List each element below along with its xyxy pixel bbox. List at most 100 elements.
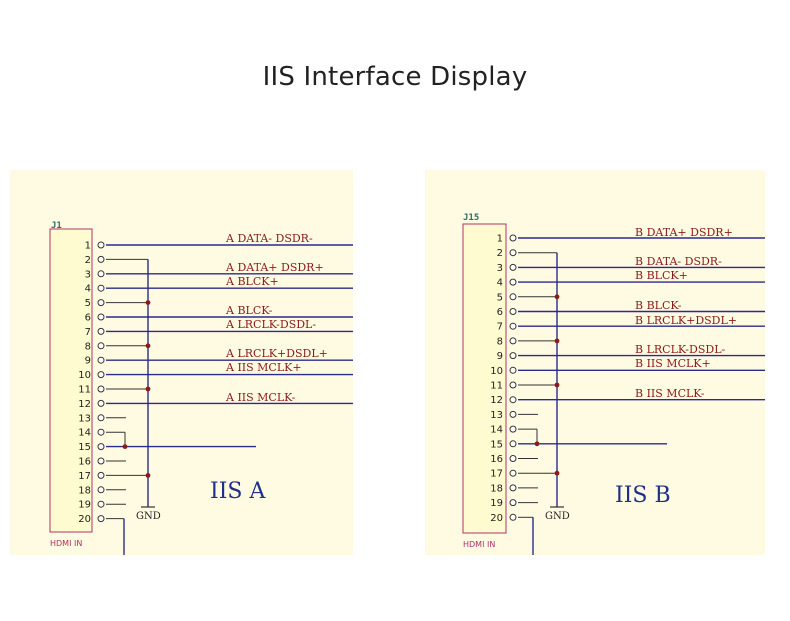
- pin-number: 1: [497, 234, 503, 245]
- pin-terminal: [509, 322, 517, 330]
- pin-terminal: [509, 396, 517, 404]
- signal-label: A BLCK-: [225, 304, 273, 317]
- connector-ref-label: J1: [51, 221, 62, 231]
- junction-dot: [554, 338, 560, 344]
- pin-terminal: [97, 457, 105, 465]
- junction-dot: [145, 473, 151, 478]
- pin-number: 9: [85, 356, 91, 367]
- pin-number: 16: [78, 457, 91, 468]
- pin-number: 8: [85, 341, 91, 352]
- pin-number: 13: [78, 413, 91, 424]
- junction-dot: [554, 294, 560, 300]
- pin-number: 5: [497, 292, 503, 303]
- pin-number: 6: [85, 313, 91, 324]
- pin-number: 12: [78, 399, 91, 410]
- junction-dot: [122, 444, 128, 449]
- pin-number: 14: [78, 428, 91, 439]
- signal-label: B BLCK-: [635, 299, 682, 312]
- pin-number: 2: [85, 255, 91, 266]
- pin-number: 18: [78, 485, 91, 496]
- pin-terminal: [97, 471, 105, 479]
- signal-label: A LRCLK+DSDL+: [225, 347, 328, 360]
- pin-terminal: [509, 293, 517, 301]
- pin-terminal: [509, 278, 517, 286]
- pin-terminal: [509, 499, 517, 507]
- pin-terminal: [97, 515, 105, 523]
- signal-label: A DATA- DSDR-: [225, 232, 313, 245]
- connector-body: [49, 228, 93, 533]
- pin-terminal: [97, 500, 105, 508]
- signal-label: A IIS MCLK-: [225, 391, 296, 404]
- pin-terminal: [509, 469, 517, 477]
- pin-terminal: [97, 342, 105, 350]
- pin-number: 15: [78, 442, 91, 453]
- pin-number: 6: [497, 307, 503, 318]
- pin-number: 10: [78, 370, 91, 381]
- pin-number: 20: [78, 514, 91, 525]
- pin-terminal: [509, 425, 517, 433]
- pin-terminal: [509, 263, 517, 271]
- connector-ref-label: J15: [463, 213, 479, 223]
- junction-dot: [534, 441, 540, 447]
- pin-terminal: [509, 234, 517, 242]
- pin-terminal: [97, 255, 105, 263]
- signal-label: B IIS MCLK-: [635, 387, 705, 400]
- pin-number: 7: [85, 327, 91, 338]
- page-title: IIS Interface Display: [262, 62, 528, 92]
- pin-terminal: [97, 356, 105, 364]
- pin-number: 7: [497, 322, 503, 333]
- pin-terminal: [509, 366, 517, 374]
- signal-label: B IIS MCLK+: [635, 357, 711, 370]
- pin-terminal: [97, 443, 105, 451]
- pin-number: 11: [490, 381, 503, 392]
- signal-label: A BLCK+: [225, 275, 279, 288]
- pin-terminal: [97, 270, 105, 278]
- pin-terminal: [509, 352, 517, 360]
- junction-dot: [145, 300, 151, 305]
- pin-terminal: [509, 455, 517, 462]
- pin-number: 10: [490, 366, 503, 377]
- pin-number: 14: [490, 425, 503, 436]
- pin-terminal: [97, 486, 105, 494]
- connector-body: [462, 223, 507, 534]
- junction-dot: [554, 470, 560, 476]
- panel-caption: IIS A: [210, 479, 266, 504]
- pin-number: 18: [490, 483, 503, 494]
- pin-terminal: [97, 327, 105, 335]
- junction-dot: [145, 386, 151, 392]
- pin-terminal: [97, 414, 105, 422]
- pin-number: 17: [78, 471, 91, 482]
- pin-number: 4: [85, 284, 91, 295]
- signal-label: A IIS MCLK+: [225, 361, 302, 374]
- pin-number: 15: [490, 439, 503, 450]
- pin-terminal: [97, 313, 105, 321]
- pin-number: 11: [78, 385, 91, 396]
- pin-number: 17: [490, 469, 503, 480]
- pin-terminal: [97, 399, 105, 407]
- pin-number: 19: [490, 498, 503, 509]
- pin-number: 19: [78, 500, 91, 511]
- pin-number: 16: [490, 454, 503, 465]
- signal-label: B BLCK+: [635, 269, 688, 282]
- pin-terminal: [509, 381, 517, 389]
- pin-terminal: [509, 410, 517, 418]
- signal-label: B DATA+ DSDR+: [635, 226, 733, 239]
- connector-name-label: HDMI IN: [463, 540, 495, 549]
- pin-number: 13: [490, 410, 503, 421]
- signal-label: B LRCLK-DSDL-: [635, 343, 726, 356]
- pin-number: 20: [490, 513, 503, 524]
- pin-terminal: [97, 299, 105, 307]
- gnd-label: GND: [136, 511, 161, 522]
- pin-number: 3: [85, 269, 91, 280]
- signal-label: A DATA+ DSDR+: [225, 261, 324, 274]
- signal-label: A LRCLK-DSDL-: [225, 318, 316, 331]
- connector-name-label: HDMI IN: [50, 539, 82, 548]
- pin-number: 1: [85, 241, 91, 252]
- pin-terminal: [97, 241, 105, 249]
- pin-number: 3: [497, 263, 503, 274]
- signal-label: B LRCLK+DSDL+: [635, 314, 737, 327]
- pin-number: 8: [497, 336, 503, 347]
